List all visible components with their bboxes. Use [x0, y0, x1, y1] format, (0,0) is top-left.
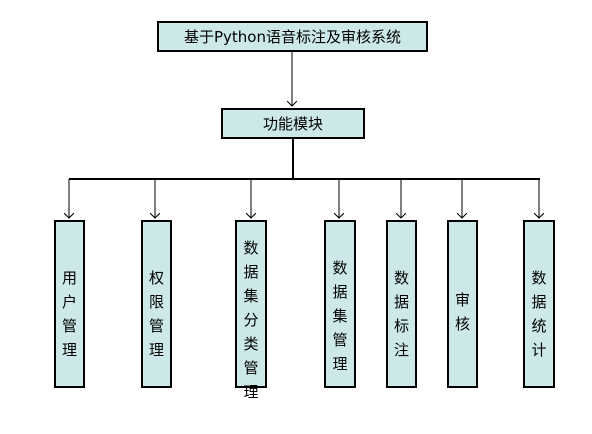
- leaf-node-review: 审核: [447, 220, 478, 388]
- leaf-node-permission-management: 权限管理: [141, 220, 172, 388]
- leaf-label-dataset-category-management: 数据集分类管理: [243, 239, 259, 401]
- leaf-label-permission-management: 权限管理: [149, 269, 165, 359]
- leaf-label-data-annotation: 数据标注: [394, 269, 410, 359]
- leaf-label-review: 审核: [455, 291, 471, 333]
- leaf-node-data-annotation: 数据标注: [386, 220, 417, 388]
- function-module-node: 功能模块: [221, 108, 365, 139]
- leaf-label-data-statistics: 数据统计: [531, 269, 547, 359]
- system-root-label: 基于Python语音标注及审核系统: [184, 28, 401, 46]
- leaf-node-dataset-management: 数据集管理: [324, 220, 356, 388]
- leaf-node-dataset-category-management: 数据集分类管理: [235, 220, 267, 401]
- leaf-label-dataset-management: 数据集管理: [332, 259, 348, 373]
- function-module-label: 功能模块: [262, 115, 323, 133]
- leaf-label-user-management: 用户管理: [62, 269, 78, 359]
- system-root-node: 基于Python语音标注及审核系统: [157, 21, 428, 52]
- leaf-node-data-statistics: 数据统计: [523, 220, 555, 388]
- leaf-node-user-management: 用户管理: [54, 220, 85, 388]
